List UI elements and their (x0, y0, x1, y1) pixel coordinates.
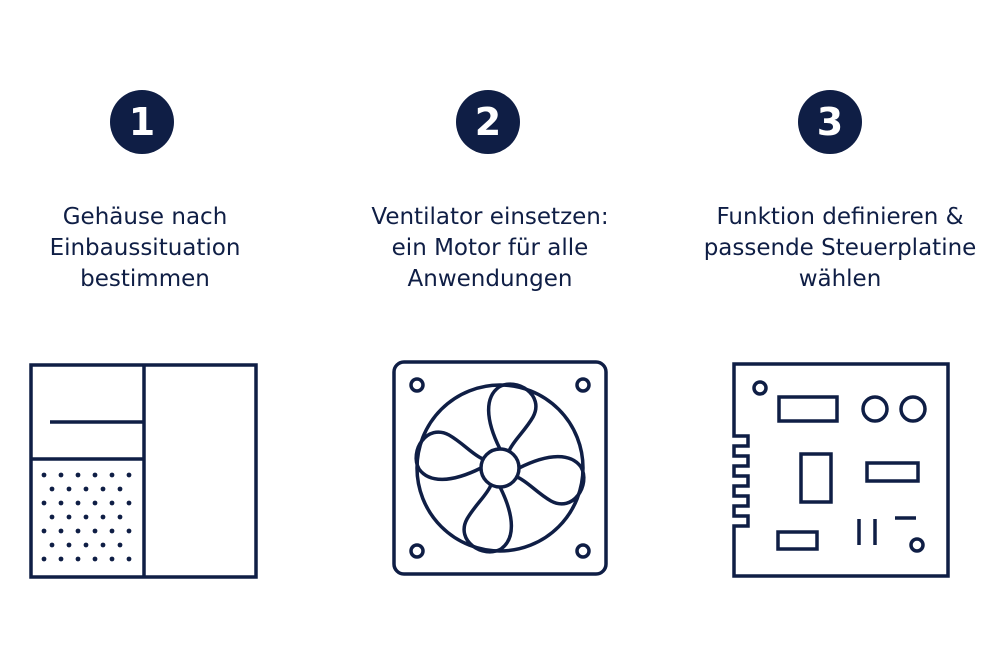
pattern-dot (49, 514, 55, 520)
pattern-dot (58, 472, 64, 478)
caption-line: Funktion definieren & (716, 204, 964, 230)
pattern-dot (92, 500, 98, 506)
step-number-badge: 2 (456, 90, 520, 154)
pattern-dot (41, 472, 47, 478)
step-caption: Funktion definieren & passende Steuerpla… (690, 202, 990, 295)
caption-line: Ventilator einsetzen: (371, 204, 609, 230)
pattern-dot (126, 472, 132, 478)
pattern-dot (75, 528, 81, 534)
pattern-dot (58, 556, 64, 562)
caption-line: bestimmen (80, 266, 210, 292)
caption-line: Anwendungen (407, 266, 573, 292)
pattern-dot (109, 556, 115, 562)
pattern-dot (41, 528, 47, 534)
caption-line: wählen (798, 266, 882, 292)
pattern-dot (49, 486, 55, 492)
caption-line: passende Steuerplatine (703, 235, 977, 261)
pattern-dot (83, 514, 89, 520)
pattern-dot (83, 542, 89, 548)
pattern-dot (41, 556, 47, 562)
pattern-dot (92, 528, 98, 534)
housing-icon (29, 363, 258, 579)
circuit-board-icon (732, 362, 950, 578)
step-2: 2 Ventilator einsetzen: ein Motor für al… (340, 0, 640, 667)
pattern-dot (126, 528, 132, 534)
pattern-dot (100, 486, 106, 492)
pattern-dot (49, 542, 55, 548)
caption-line: ein Motor für alle (391, 235, 589, 261)
step-caption: Gehäuse nach Einbaussituation bestimmen (0, 202, 290, 295)
pattern-dot (58, 528, 64, 534)
pattern-dot (117, 542, 123, 548)
pattern-dot (75, 500, 81, 506)
fan-icon (392, 360, 608, 576)
pattern-dot (126, 556, 132, 562)
step-1: 1 Gehäuse nach Einbaussituation bestimme… (0, 0, 290, 667)
pattern-dot (66, 486, 72, 492)
pattern-dot (75, 472, 81, 478)
pattern-dot (83, 486, 89, 492)
pattern-dot (100, 514, 106, 520)
pattern-dot (126, 500, 132, 506)
pattern-dot (58, 500, 64, 506)
pattern-dot (117, 514, 123, 520)
step-number-badge: 1 (110, 90, 174, 154)
step-caption: Ventilator einsetzen: ein Motor für alle… (340, 202, 640, 295)
pattern-dot (41, 500, 47, 506)
pattern-dot (92, 472, 98, 478)
pattern-dot (75, 556, 81, 562)
pattern-dot (109, 500, 115, 506)
pattern-dot (100, 542, 106, 548)
pattern-dot (66, 514, 72, 520)
pattern-dot (109, 528, 115, 534)
pattern-dot (117, 486, 123, 492)
pattern-dot (66, 542, 72, 548)
pattern-dot (109, 472, 115, 478)
caption-line: Gehäuse nach (62, 204, 228, 230)
step-number-badge: 3 (798, 90, 862, 154)
caption-line: Einbaussituation (49, 235, 241, 261)
step-3: 3 Funktion definieren & passende Steuerp… (690, 0, 990, 667)
pattern-dot (92, 556, 98, 562)
